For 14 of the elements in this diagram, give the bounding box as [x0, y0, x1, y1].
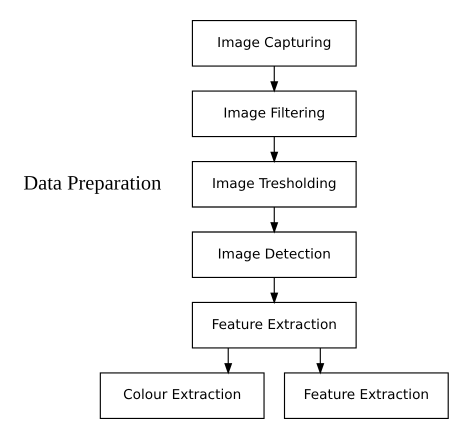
- node-box: Feature Extraction: [284, 372, 449, 419]
- arrow: [270, 277, 278, 304]
- arrow: [270, 206, 278, 234]
- node-box: Image Tresholding: [192, 160, 357, 208]
- arrow: [316, 348, 324, 374]
- node-box: Image Capturing: [192, 19, 357, 66]
- node-box: Feature Extraction: [192, 301, 357, 348]
- node-box: Colour Extraction: [100, 372, 265, 419]
- arrow: [270, 136, 278, 163]
- label: Data Preparation: [23, 172, 162, 194]
- node-box: Image Filtering: [192, 90, 357, 137]
- arrow: [224, 348, 232, 374]
- node-box: Image Detection: [192, 230, 357, 278]
- arrow: [270, 66, 278, 92]
